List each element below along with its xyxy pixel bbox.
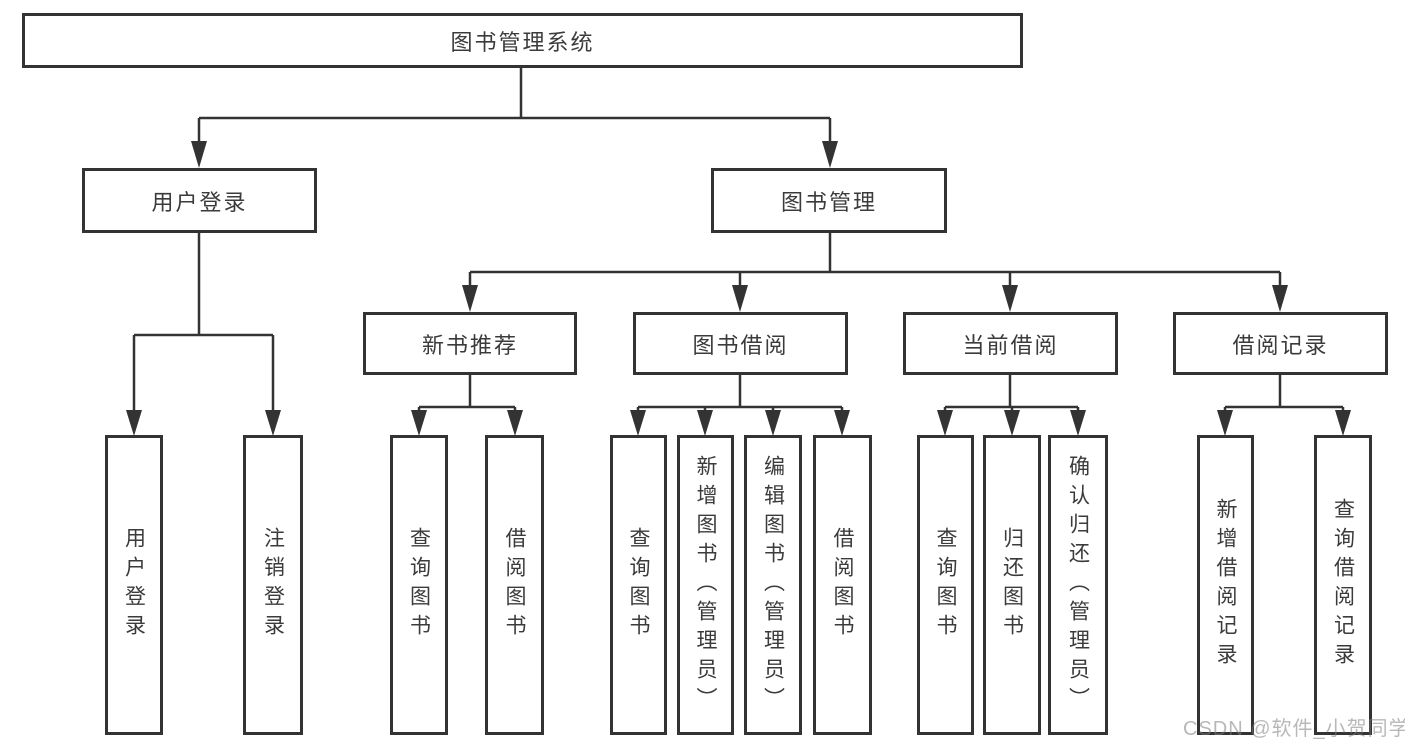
node-bb-borrow-book: 借阅图书	[813, 435, 872, 735]
node-borrow-record: 借阅记录	[1173, 312, 1388, 375]
node-cb-confirm-return: 确认归还（管理员）	[1048, 435, 1108, 735]
node-nb-query-book: 查询图书	[390, 435, 448, 735]
node-br-query-record: 查询借阅记录	[1314, 435, 1372, 735]
node-new-book: 新书推荐	[363, 312, 577, 375]
node-user-login: 用户登录	[82, 168, 317, 233]
node-root: 图书管理系统	[22, 13, 1023, 68]
arrowheads	[126, 141, 1351, 436]
node-book-mgmt: 图书管理	[711, 168, 947, 233]
node-login-user: 用户登录	[105, 435, 163, 735]
node-bb-add-book: 新增图书（管理员）	[677, 435, 734, 735]
csdn-watermark: CSDN @软件_小贺同学	[1183, 718, 1405, 740]
node-book-borrow: 图书借阅	[633, 312, 848, 375]
node-login-logout: 注销登录	[243, 435, 303, 735]
node-bb-edit-book: 编辑图书（管理员）	[744, 435, 802, 735]
node-cb-return-book: 归还图书	[983, 435, 1041, 735]
node-current-borrow: 当前借阅	[903, 312, 1118, 375]
node-nb-borrow-book: 借阅图书	[485, 435, 544, 735]
node-bb-query-book: 查询图书	[610, 435, 667, 735]
node-br-add-record: 新增借阅记录	[1197, 435, 1254, 735]
node-cb-query-book: 查询图书	[917, 435, 974, 735]
